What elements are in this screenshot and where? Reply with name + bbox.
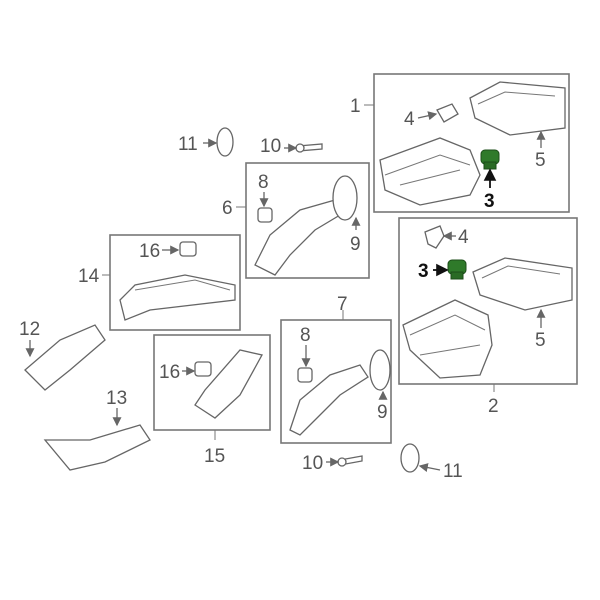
callout-11-lower: 11 xyxy=(443,461,463,482)
callout-11-upper: 11 xyxy=(178,134,198,155)
callout-1: 1 xyxy=(350,96,361,117)
grommet-16b xyxy=(194,361,212,377)
callout-8-upper: 8 xyxy=(258,172,269,193)
clamp-11a xyxy=(216,127,234,157)
sensor-part-4a xyxy=(436,103,459,123)
air-duct-15 xyxy=(194,349,263,419)
group-box-14 xyxy=(109,234,241,331)
air-filter-element-5a xyxy=(469,81,566,136)
callout-16-upper: 16 xyxy=(139,241,160,262)
callout-8-lower: 8 xyxy=(300,325,311,346)
leader-arrows xyxy=(25,111,546,472)
callout-13: 13 xyxy=(106,388,127,409)
callout-15: 15 xyxy=(204,446,225,467)
intake-hose-7 xyxy=(289,349,391,436)
callout-7: 7 xyxy=(337,294,348,315)
intake-boot-12 xyxy=(24,324,106,391)
group-box-1 xyxy=(373,73,570,213)
callout-3-upper: 3 xyxy=(484,191,495,212)
air-filter-housing-lower xyxy=(402,299,493,379)
clamp-11b xyxy=(400,443,420,473)
callout-2: 2 xyxy=(488,396,499,417)
callout-10-lower: 10 xyxy=(302,453,323,474)
grommet-8b xyxy=(297,367,313,383)
air-duct-14 xyxy=(119,274,236,321)
callout-6: 6 xyxy=(222,198,233,219)
intake-boot-13 xyxy=(43,424,151,471)
group-box-15 xyxy=(153,334,271,431)
bolt-10a xyxy=(295,143,323,153)
callout-5-lower: 5 xyxy=(535,330,546,351)
grommet-8a xyxy=(257,207,273,223)
group-box-7 xyxy=(280,319,392,444)
callout-4-upper: 4 xyxy=(404,109,415,130)
callout-3-lower: 3 xyxy=(418,261,429,282)
grommet-16a xyxy=(179,241,197,257)
callout-12: 12 xyxy=(19,319,40,340)
sensor-part-4b xyxy=(424,225,445,249)
callout-16-lower: 16 xyxy=(159,362,180,383)
callout-4-lower: 4 xyxy=(458,227,469,248)
grommet-3a-highlight xyxy=(480,149,500,170)
callout-14: 14 xyxy=(78,266,100,287)
callout-10-upper: 10 xyxy=(260,136,281,157)
bolt-10b xyxy=(337,455,363,467)
group-box-6 xyxy=(245,162,370,279)
air-filter-element-5b xyxy=(472,257,573,311)
intake-hose-6 xyxy=(254,175,358,276)
callout-9-lower: 9 xyxy=(377,402,388,423)
group-box-2 xyxy=(398,217,578,385)
air-filter-housing-upper xyxy=(379,137,481,206)
callout-9-upper: 9 xyxy=(350,234,361,255)
grommet-3b-highlight xyxy=(447,259,467,280)
callout-5-upper: 5 xyxy=(535,150,546,171)
